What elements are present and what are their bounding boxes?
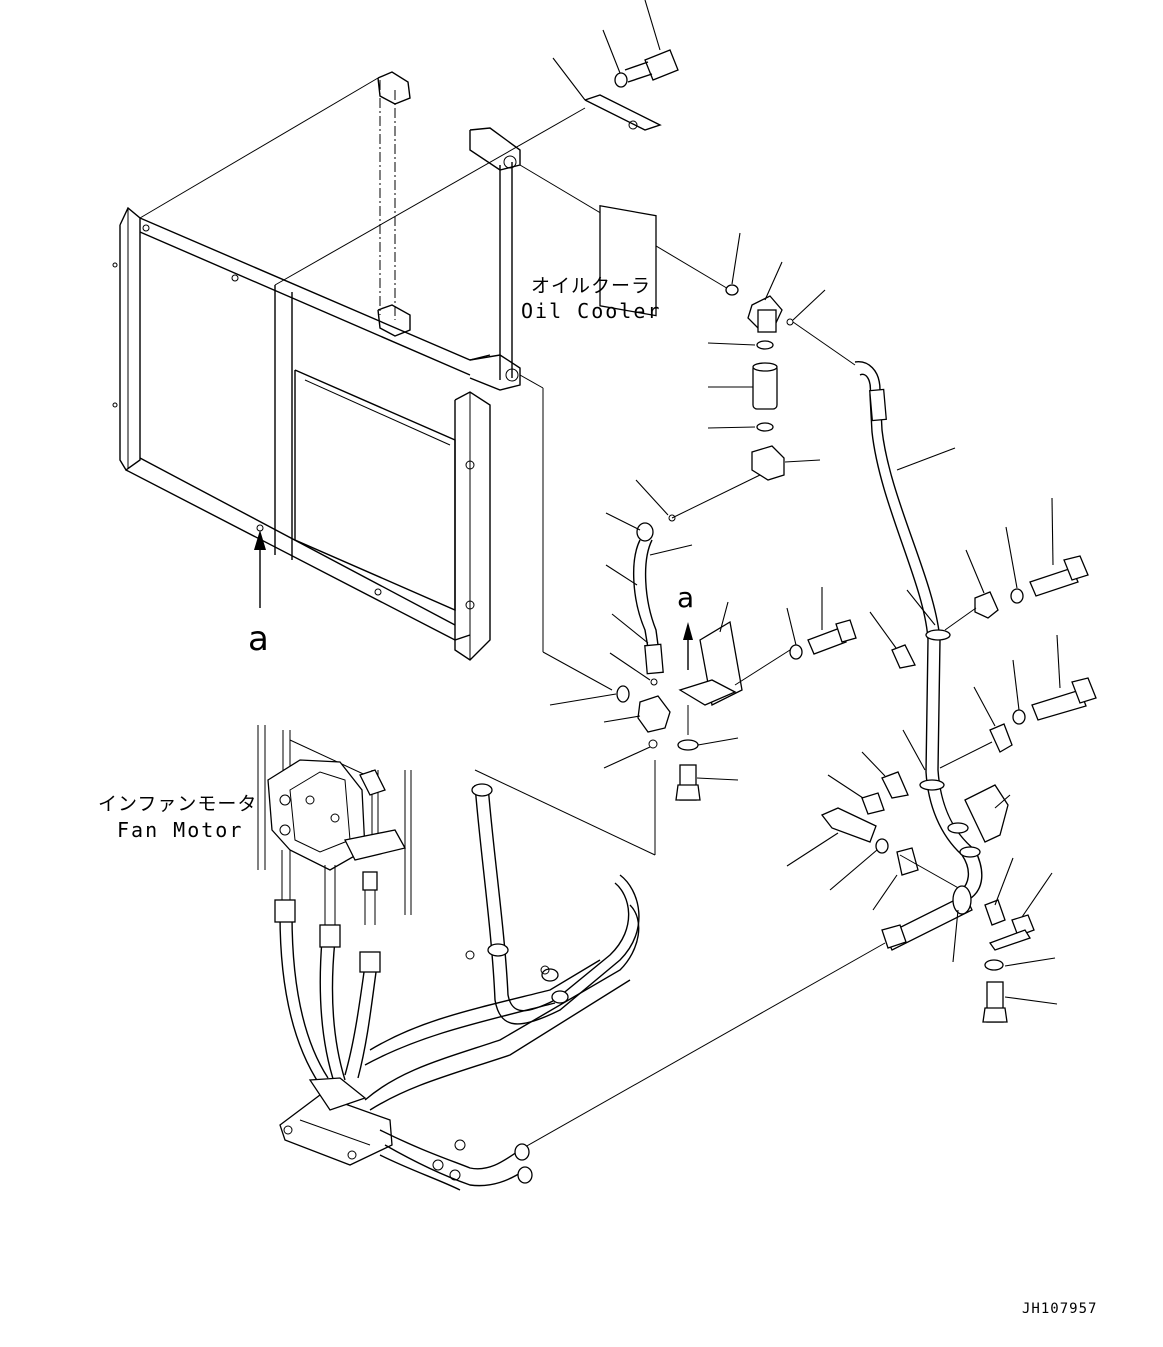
drawing-number: JH107957 <box>1022 1301 1098 1317</box>
fan-motor-assembly <box>257 725 412 1166</box>
right-clamps <box>786 497 1097 1023</box>
upper-fittings <box>635 232 856 522</box>
middle-hose <box>519 374 857 801</box>
lower-hose <box>524 885 973 1148</box>
view-ref-a-bracket: a <box>677 581 695 614</box>
fan-motor-label-jp: インファンモータ <box>98 793 258 815</box>
right-hose <box>854 361 983 901</box>
top-hardware <box>552 0 679 317</box>
oil-cooler-frame <box>112 71 731 661</box>
fan-motor-label-en: Fan Motor <box>117 818 244 842</box>
view-ref-a-main: a <box>248 619 269 659</box>
routed-hoses <box>364 760 656 1191</box>
oil-cooler-label-en: Oil Cooler <box>521 299 662 323</box>
oil-cooler-label-jp: オイルクーラ <box>531 275 652 297</box>
